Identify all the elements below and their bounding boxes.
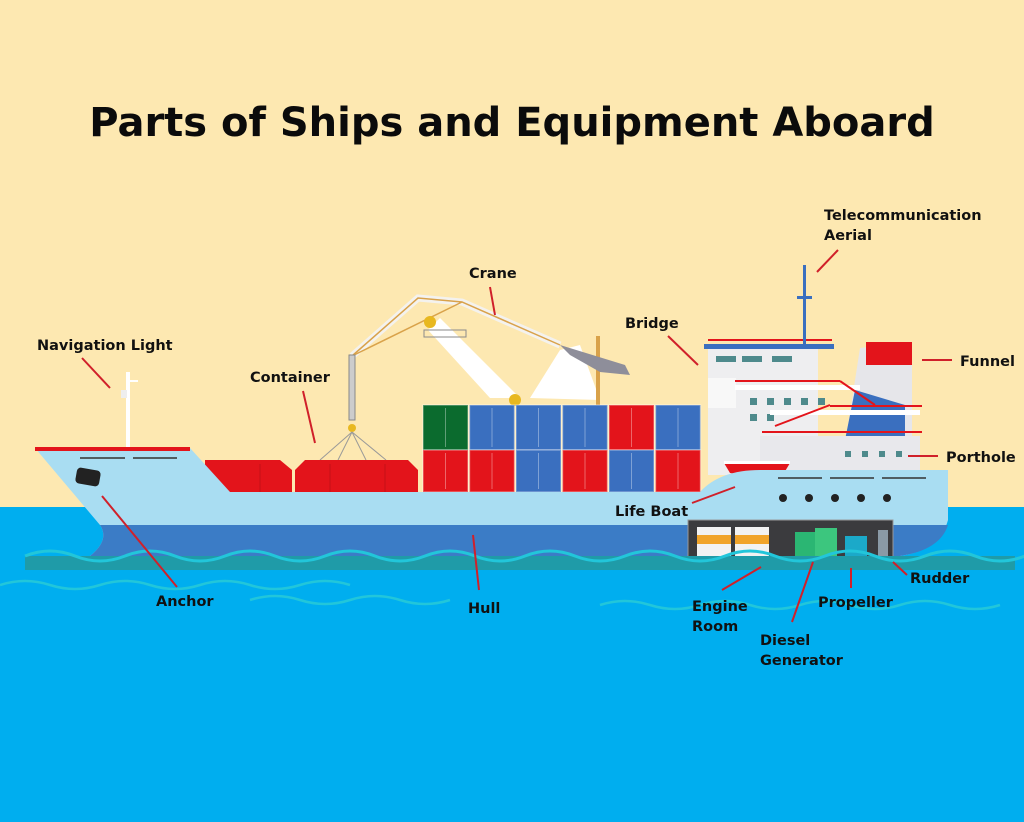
container-green <box>422 404 469 451</box>
label-diesel-generator-2: Generator <box>760 653 844 669</box>
label-porthole: Porthole <box>946 450 1016 466</box>
label-rudder: Rudder <box>910 571 970 587</box>
crane <box>319 294 630 461</box>
front-containers <box>205 460 418 492</box>
propeller-unit <box>845 536 867 560</box>
container-red <box>561 449 609 493</box>
label-engine-room: Engine <box>692 599 748 615</box>
anchor-hatch <box>75 467 101 487</box>
label-engine-room-2: Room <box>692 619 738 635</box>
diesel-generator <box>815 528 837 560</box>
container-red <box>468 449 516 493</box>
container-red <box>608 404 655 451</box>
label-crane: Crane <box>469 266 517 282</box>
label-life-boat: Life Boat <box>615 504 688 520</box>
label-funnel: Funnel <box>960 354 1015 370</box>
label-diesel-generator: Diesel <box>760 633 810 649</box>
container-red <box>654 449 702 493</box>
label-telecommunication-aerial: Telecommunication <box>824 208 982 224</box>
container-stack <box>422 404 702 493</box>
engine-room <box>687 519 894 563</box>
label-hull: Hull <box>468 601 500 617</box>
container-blue <box>468 404 516 451</box>
label-container: Container <box>250 370 331 386</box>
label-propeller: Propeller <box>818 595 894 611</box>
superstructure <box>704 265 922 475</box>
rudder-unit <box>878 530 888 560</box>
container-blue <box>654 404 702 451</box>
label-bridge: Bridge <box>625 316 679 332</box>
container-red <box>422 449 469 493</box>
diagram-title: Parts of Ships and Equipment Aboard <box>89 100 935 146</box>
label-navigation-light: Navigation Light <box>37 338 173 354</box>
leader-lines <box>81 249 952 623</box>
navigation-light <box>121 372 138 450</box>
container-blue <box>608 449 655 493</box>
label-telecommunication-aerial-2: Aerial <box>824 228 872 244</box>
labels: Telecommunication Aerial Crane Navigatio… <box>37 208 1016 669</box>
label-anchor: Anchor <box>156 594 214 610</box>
waves <box>0 549 1024 611</box>
